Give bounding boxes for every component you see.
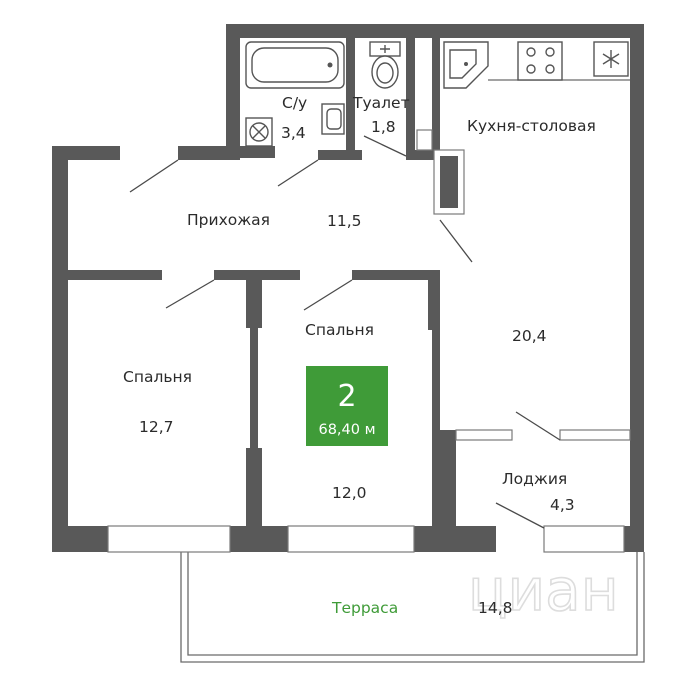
door-swing-bath (277, 159, 319, 187)
wall-bed-divider-thin (250, 328, 258, 448)
room-area-bedroom-center: 12,0 (332, 484, 367, 502)
wall-upper-left (226, 24, 240, 160)
window-kitchen-right (559, 429, 631, 441)
door-swing-kitchen-loggia (515, 411, 561, 441)
wall-bath-toilet (346, 38, 355, 150)
wall-bed-right-upper (428, 270, 440, 330)
room-area-hallway: 11,5 (327, 212, 362, 230)
shaft-inner (440, 156, 458, 208)
bathroom-fixtures (245, 41, 345, 147)
room-name-bedroom-left: Спальня (123, 368, 192, 386)
toilet-flush (380, 45, 390, 53)
badge-background (306, 366, 388, 446)
wall-bath-bottom (240, 146, 275, 158)
door-swings (129, 135, 561, 529)
watermark: циан (467, 555, 619, 625)
wall-bottom-far-right (624, 526, 644, 552)
watermark-text: циан (468, 556, 619, 624)
room-name-bedroom-center: Спальня (305, 321, 374, 339)
wall-bed-top-right (352, 270, 440, 280)
door-swing-bed-left (165, 279, 215, 309)
wall-bottom-loggia (456, 526, 496, 552)
room-labels: С/у 3,4 Туалет 1,8 Кухня-столовая 20,4 П… (123, 94, 596, 617)
window-kitchen-left (455, 429, 513, 441)
door-swing-bed-center (303, 279, 353, 311)
door-swing-kitchen (439, 219, 473, 263)
wall-bottom-left (52, 526, 108, 552)
wall-hall-top-toilet (318, 150, 362, 160)
room-area-bedroom-left: 12,7 (139, 418, 174, 436)
kitchen-fixtures (443, 41, 630, 89)
bathroom-sink-bowl (326, 108, 342, 130)
wall-hall-top-mid (178, 146, 240, 160)
walls (52, 24, 644, 552)
kitchen-sink-bowl (449, 49, 477, 79)
door-swing-toilet (363, 135, 407, 157)
room-name-hallway: Прихожая (187, 211, 270, 229)
wall-kitchen-shaft (432, 38, 440, 150)
room-area-kitchen: 20,4 (512, 327, 547, 345)
wall-bed-top-mid (214, 270, 300, 280)
room-name-terrace: Терраса (331, 599, 398, 617)
shaft-top (416, 129, 433, 151)
kitchen-sink-drain (464, 62, 468, 66)
stove (517, 41, 563, 81)
room-name-bathroom: С/у (282, 94, 307, 112)
stove-burner (545, 64, 555, 74)
room-count-badge: 2 68,40 м (306, 366, 388, 446)
door-swing-loggia (495, 502, 545, 529)
wall-top (226, 24, 644, 38)
wall-bottom-center (230, 526, 288, 552)
badge-room-count: 2 (337, 379, 356, 414)
wall-toilet-kitchen (406, 38, 415, 150)
room-area-loggia: 4,3 (550, 496, 575, 514)
wall-bottom-right (414, 526, 456, 552)
wall-bed-top-left (68, 270, 162, 280)
wall-right (630, 24, 644, 552)
room-area-terrace: 14,8 (478, 599, 513, 617)
room-area-toilet: 1,8 (371, 118, 396, 136)
wall-bed-divider (246, 280, 262, 328)
badge-total-area: 68,40 м (318, 422, 375, 438)
washer-mark (252, 125, 266, 139)
window-left-bedroom (107, 525, 231, 553)
wall-hall-top-left (52, 146, 120, 160)
stove-burner (526, 47, 536, 57)
toilet-fixture (369, 41, 401, 89)
bathtub-inner (251, 47, 339, 83)
wall-left (52, 146, 68, 552)
terrace-outline (180, 552, 645, 663)
bathtub-drain (327, 62, 333, 68)
window-loggia (543, 525, 625, 553)
fridge (593, 41, 629, 77)
windows (107, 129, 631, 553)
door-swing-hall-entry (129, 159, 179, 193)
snowflake-icon (602, 50, 620, 68)
toilet-seat (376, 62, 394, 84)
wall-bed-divider-low (246, 448, 262, 526)
room-name-loggia: Лоджия (502, 470, 567, 488)
window-center-bedroom (287, 525, 415, 553)
stove-burner (526, 64, 536, 74)
room-name-kitchen: Кухня-столовая (467, 117, 596, 135)
stove-burner (545, 47, 555, 57)
room-name-toilet: Туалет (352, 94, 410, 112)
wall-bed-right-low (432, 430, 456, 530)
room-area-bathroom: 3,4 (281, 124, 306, 142)
